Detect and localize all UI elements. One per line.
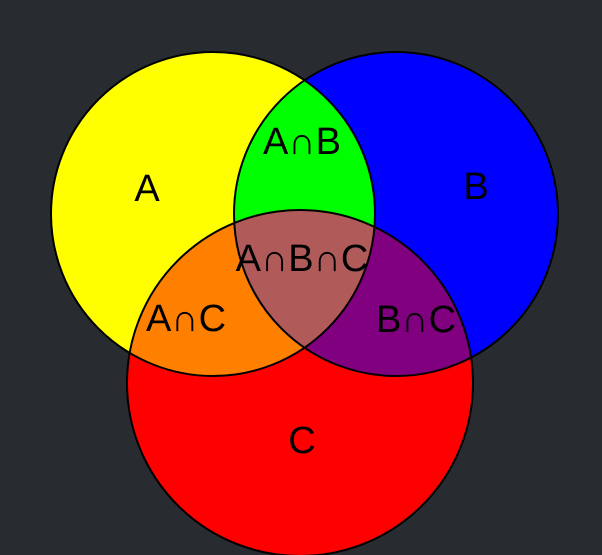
label-ac: A∩C: [146, 298, 226, 340]
circle-outlines: [50, 51, 559, 555]
label-b: B: [463, 166, 488, 208]
label-abc: A∩B∩C: [236, 238, 369, 280]
set-a-outline: [50, 51, 376, 377]
label-bc: B∩C: [376, 299, 456, 341]
label-ab: A∩B: [263, 121, 341, 163]
set-c-outline: [126, 209, 474, 555]
label-a: A: [134, 168, 160, 210]
intersection-bc-region: [234, 210, 473, 376]
label-c: C: [288, 420, 315, 462]
set-b-outline: [233, 51, 559, 377]
intersection-ac-region: [127, 210, 375, 376]
